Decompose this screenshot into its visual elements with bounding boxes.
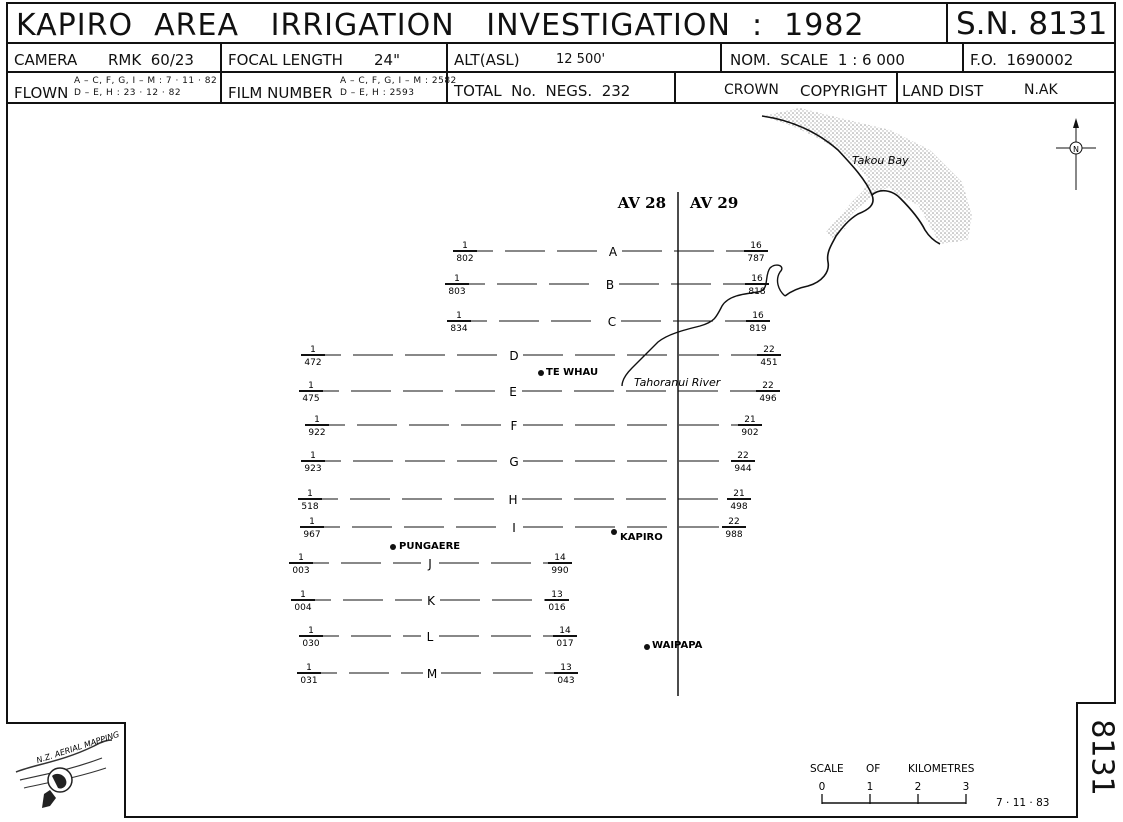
nominal-scale-cell: NOM. SCALE 1 : 6 000 — [722, 44, 964, 71]
focal-cell: FOCAL LENGTH 24" — [222, 44, 448, 71]
total-negatives: TOTAL No. NEGS. 232 — [454, 82, 631, 100]
nz-aerial-mapping-logo: N.Z. AERIAL MAPPING — [15, 730, 120, 808]
sheet-number-cell: S.N. 8131 — [948, 4, 1116, 44]
camera-value: RMK 60/23 — [108, 51, 194, 69]
side-number-box: 8131 — [1076, 702, 1120, 818]
focal-value: 24" — [374, 51, 400, 69]
info-row-2: FLOWN A – C, F, G, I – M : 7 · 11 · 82 D… — [8, 73, 1116, 104]
flown-dates-bottom: D – E, H : 23 · 12 · 82 — [74, 88, 182, 98]
film-cell: FILM NUMBER A – C, F, G, I – M : 2582 D … — [222, 73, 456, 102]
info-row-1: CAMERA RMK 60/23 FOCAL LENGTH 24" ALT(AS… — [8, 44, 1116, 73]
film-number-bottom: D – E, H : 2593 — [340, 88, 415, 98]
film-label: FILM NUMBER — [228, 84, 333, 102]
copyright-cell: CROWN COPYRIGHT — [676, 73, 898, 102]
altitude-value: 12 500' — [556, 52, 606, 67]
map-sheet: KAPIRO AREA IRRIGATION INVESTIGATION : 1… — [6, 2, 1116, 818]
land-district-cell: LAND DIST N.AK — [898, 73, 1116, 102]
title-cell: KAPIRO AREA IRRIGATION INVESTIGATION : 1… — [8, 4, 948, 44]
altitude-label: ALT(ASL) — [454, 51, 520, 69]
total-negs-cell: TOTAL No. NEGS. 232 — [448, 73, 676, 102]
flown-label: FLOWN — [14, 84, 69, 102]
logo-text: N.Z. AERIAL MAPPING — [35, 730, 120, 765]
flown-dates-top: A – C, F, G, I – M : 7 · 11 · 82 — [74, 76, 218, 86]
crown-text: CROWN — [724, 82, 779, 98]
side-number: 8131 — [1084, 719, 1120, 796]
camera-label: CAMERA — [14, 51, 78, 69]
fo-cell: F.O. 1690002 — [964, 44, 1116, 71]
altitude-cell: ALT(ASL) 12 500' — [448, 44, 722, 71]
fo-number: F.O. 1690002 — [970, 51, 1074, 69]
camera-cell: CAMERA RMK 60/23 — [8, 44, 222, 71]
logo-box: N.Z. AERIAL MAPPING — [6, 722, 126, 818]
focal-label: FOCAL LENGTH — [228, 51, 343, 69]
copyright-text: COPYRIGHT — [800, 82, 888, 100]
nominal-scale: NOM. SCALE 1 : 6 000 — [730, 51, 905, 69]
land-district-label: LAND DIST — [902, 82, 984, 100]
film-number-top: A – C, F, G, I – M : 2582 — [340, 76, 457, 86]
flown-cell: FLOWN A – C, F, G, I – M : 7 · 11 · 82 D… — [8, 73, 222, 102]
land-district-value: N.AK — [1024, 82, 1058, 98]
sheet-number: S.N. 8131 — [956, 6, 1108, 42]
logo-swoosh — [15, 739, 113, 773]
page-title: KAPIRO AREA IRRIGATION INVESTIGATION : 1… — [16, 8, 865, 43]
